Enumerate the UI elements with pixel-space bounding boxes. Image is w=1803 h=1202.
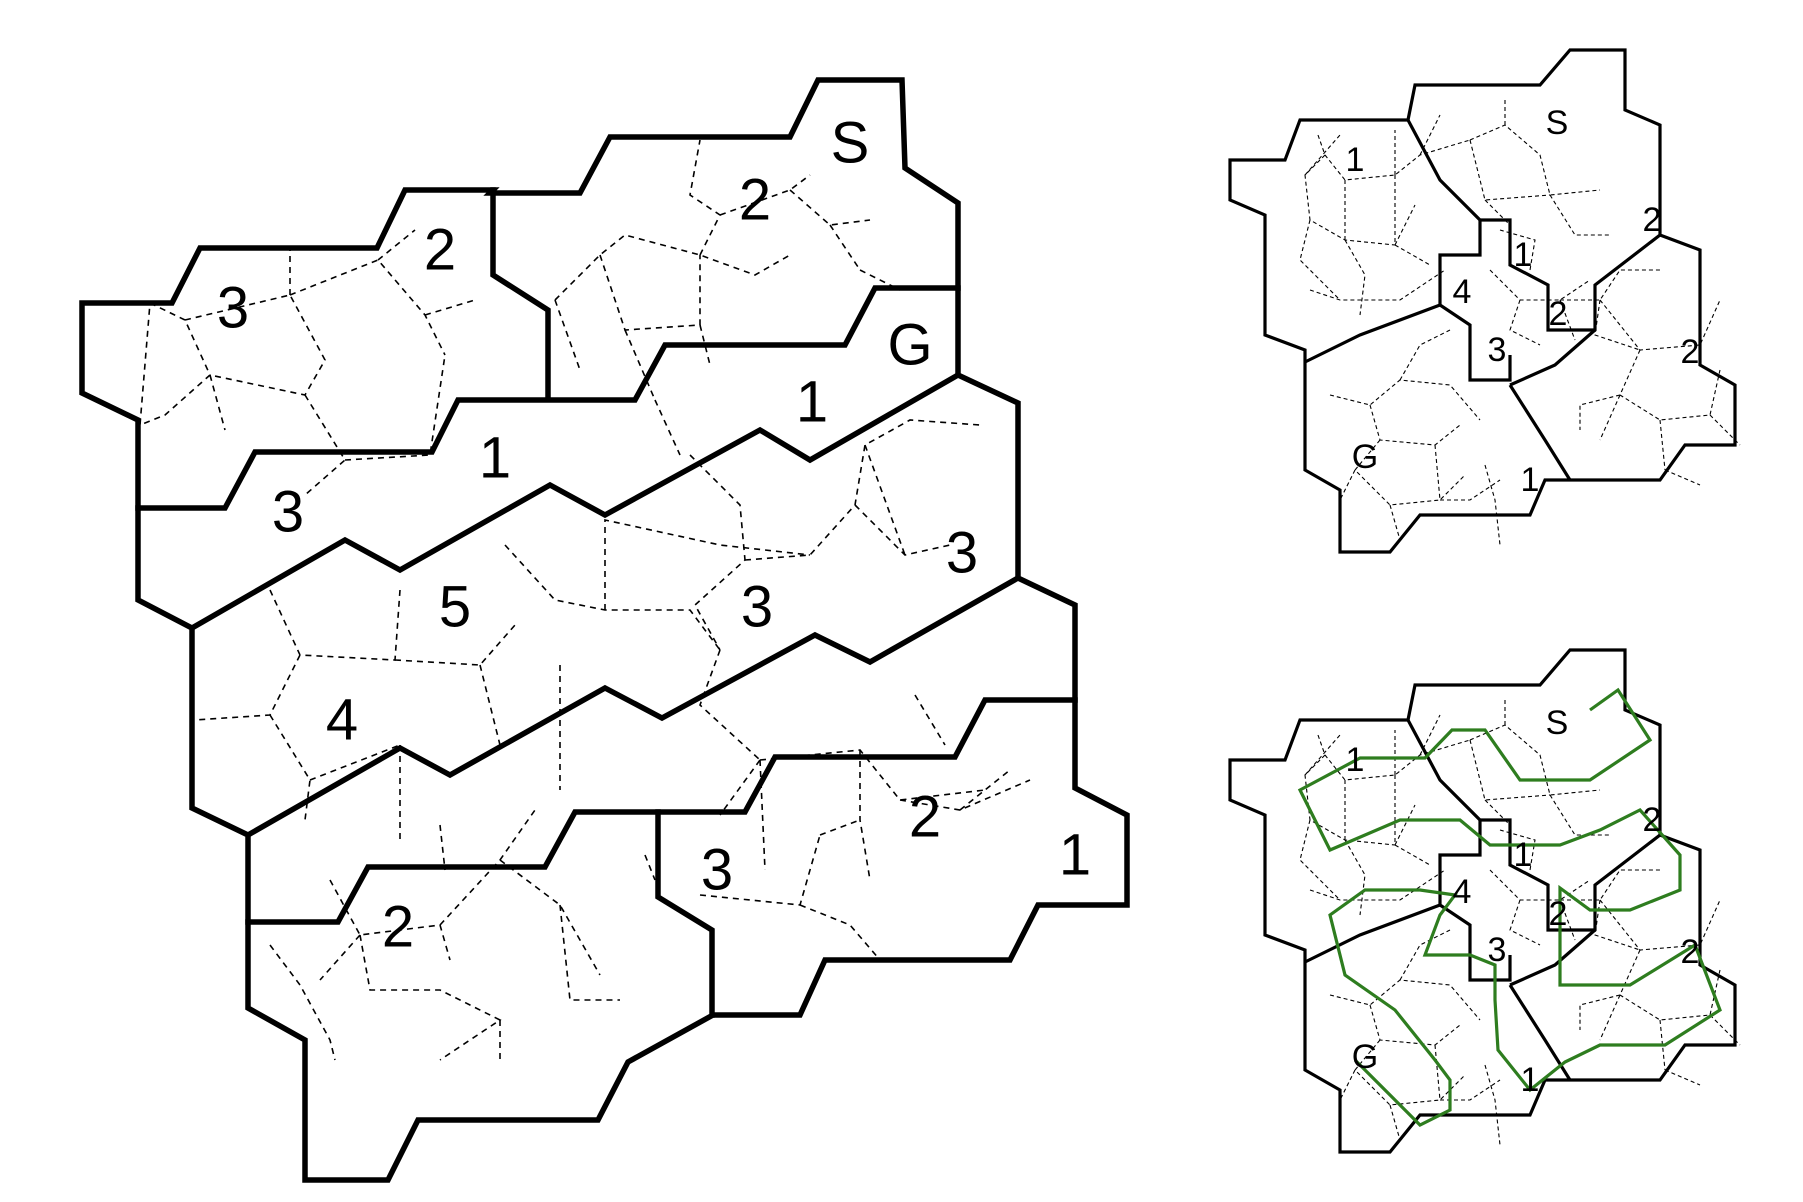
solution-label-number: 3	[1488, 931, 1507, 969]
solution-label-number: 2	[1681, 933, 1700, 971]
solution-label-number: 1	[1514, 836, 1533, 874]
example-label-number: 1	[1346, 141, 1365, 179]
solution-path-line	[1297, 687, 1722, 1127]
main-label-number: 4	[326, 688, 358, 753]
solution-label-number: 4	[1453, 873, 1472, 911]
example-label-number: 2	[1643, 201, 1662, 239]
example-cell-lines	[1299, 100, 1741, 546]
main-label-number: 1	[796, 370, 828, 435]
example-region-lines	[1228, 48, 1737, 554]
solution-label-number: 1	[1521, 1061, 1540, 1099]
solution-label-number: 2	[1549, 895, 1568, 933]
example-label-start: S	[1546, 104, 1569, 142]
main-label-number: 3	[741, 575, 773, 640]
example-label-number: 1	[1514, 236, 1533, 274]
main-cell-lines	[139, 139, 1031, 1061]
example-puzzle: 1 S 2 1 4 2 3 2 G 1	[1228, 48, 1741, 554]
main-label-number: 3	[272, 480, 304, 545]
main-label-number: 3	[217, 276, 249, 341]
main-region-lines	[79, 77, 1130, 1183]
example-solution: 1 S 2 1 4 2 3 2 G 1	[1228, 648, 1741, 1154]
main-puzzle: S 2 2 3 G 1 1 3 3 5 3 4 2 1 3 2	[79, 77, 1130, 1183]
solution-region-lines	[1228, 648, 1737, 1154]
solution-cell-lines	[1299, 700, 1741, 1146]
solution-labels: 1 S 2 1 4 2 3 2 G 1	[1346, 704, 1700, 1099]
main-label-number: 2	[739, 168, 771, 233]
main-label-number: 2	[909, 785, 941, 850]
main-label-number: 1	[479, 426, 511, 491]
solution-label-number: 1	[1346, 741, 1365, 779]
main-label-start: S	[831, 111, 870, 176]
main-label-number: 3	[701, 838, 733, 903]
solution-label-number: 2	[1643, 801, 1662, 839]
main-label-number: 1	[1059, 823, 1091, 888]
solution-path	[1297, 687, 1722, 1127]
example-labels: 1 S 2 1 4 2 3 2 G 1	[1346, 104, 1700, 499]
main-label-number: 2	[424, 218, 456, 283]
example-label-number: 3	[1488, 331, 1507, 369]
main-label-number: 3	[946, 521, 978, 586]
main-labels: S 2 2 3 G 1 1 3 3 5 3 4 2 1 3 2	[217, 111, 1091, 960]
example-label-goal: G	[1352, 438, 1378, 476]
example-label-number: 1	[1521, 461, 1540, 499]
main-label-goal: G	[887, 313, 932, 378]
main-label-number: 5	[439, 575, 471, 640]
solution-label-goal: G	[1352, 1038, 1378, 1076]
example-label-number: 4	[1453, 273, 1472, 311]
example-label-number: 2	[1549, 295, 1568, 333]
main-label-number: 2	[382, 895, 414, 960]
solution-label-start: S	[1546, 704, 1569, 742]
example-label-number: 2	[1681, 333, 1700, 371]
